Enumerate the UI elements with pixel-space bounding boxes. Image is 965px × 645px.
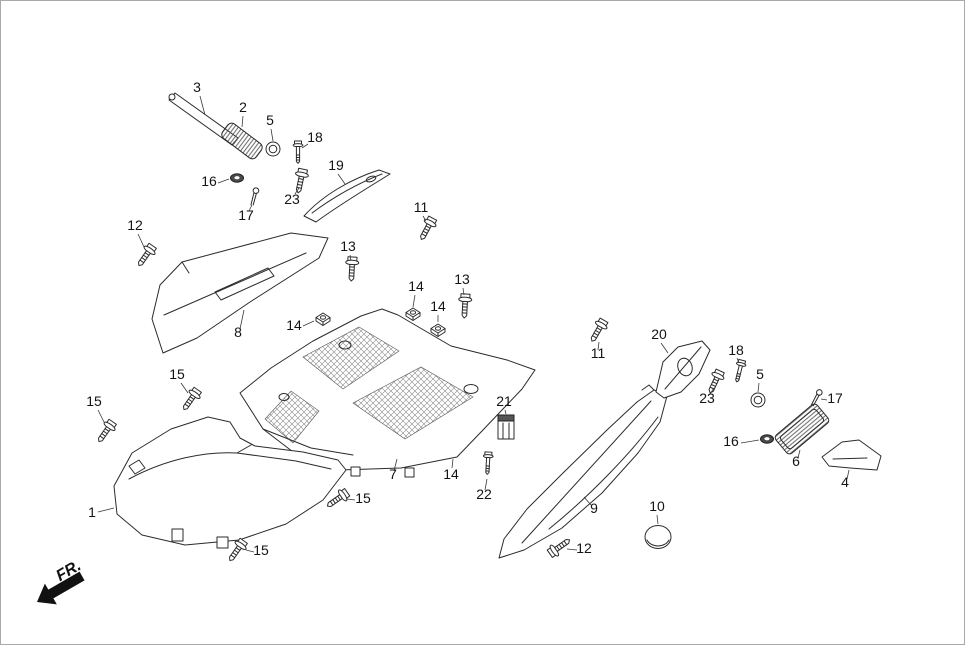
screw-11-icon <box>585 316 611 345</box>
ring-5-icon <box>750 392 766 408</box>
part-1-shape <box>113 416 347 549</box>
part-label-15-b: 15 <box>86 393 102 409</box>
washer-16-icon <box>230 173 244 183</box>
part-8-shape <box>151 232 329 354</box>
leader-lines <box>97 95 850 553</box>
part-label-3: 3 <box>193 79 201 95</box>
screw-15-icon <box>178 385 204 414</box>
part-label-23-b: 23 <box>699 390 715 406</box>
washer-16-icon <box>760 434 774 444</box>
fr-arrow-icon <box>37 571 85 605</box>
bolt-18-icon <box>292 140 304 164</box>
part-label-16-b: 16 <box>723 433 739 449</box>
part-label-17-a: 17 <box>238 207 254 223</box>
part-label-18-a: 18 <box>307 129 323 145</box>
bolt-22-icon <box>482 451 494 476</box>
part-6-shape <box>774 403 830 455</box>
nut-14-icon <box>405 307 421 321</box>
part-label-16-a: 16 <box>201 173 217 189</box>
part-label-13-b: 13 <box>454 271 470 287</box>
fr-direction-marker: FR. <box>37 557 85 605</box>
part-9-shape <box>498 384 668 559</box>
part-label-11-b: 11 <box>591 345 606 361</box>
part-19-shape <box>303 169 391 223</box>
part-label-11-a: 11 <box>414 199 429 215</box>
part-label-20: 20 <box>651 326 667 342</box>
part-label-15-d: 15 <box>253 542 269 558</box>
part-label-5-b: 5 <box>756 366 764 382</box>
part-label-15-c: 15 <box>355 490 371 506</box>
pin-17-icon <box>246 186 261 207</box>
part-7-shape <box>239 308 536 478</box>
part-label-23-a: 23 <box>284 191 300 207</box>
part-label-6: 6 <box>792 453 800 469</box>
screw-11-icon <box>415 214 439 244</box>
pin-17-icon <box>807 388 825 407</box>
part-label-12-a: 12 <box>127 217 143 233</box>
part-label-12-b: 12 <box>576 540 592 556</box>
screw-15-icon <box>93 417 119 446</box>
part-10-shape <box>644 525 672 549</box>
part-label-19: 19 <box>328 157 344 173</box>
screw-12-icon <box>133 241 159 270</box>
part-label-21: 21 <box>496 393 512 409</box>
nut-14-icon <box>430 323 446 337</box>
part-20-shape <box>655 340 711 399</box>
part-label-2: 2 <box>239 99 247 115</box>
callout-labels: 3 2 5 18 16 23 17 19 11 12 13 14 13 14 8… <box>86 79 849 558</box>
screw-12-icon <box>545 534 574 560</box>
part-label-18-b: 18 <box>728 342 744 358</box>
part-label-4: 4 <box>841 474 849 490</box>
part-label-10: 10 <box>649 498 665 514</box>
part-label-13-a: 13 <box>340 238 356 254</box>
clip-21-icon <box>497 414 515 440</box>
screw-13-icon <box>457 293 473 319</box>
part-2-shape <box>221 122 263 160</box>
part-label-14-c: 14 <box>286 317 302 333</box>
part-label-8: 8 <box>234 324 242 340</box>
part-label-14-b: 14 <box>430 298 446 314</box>
part-label-5-a: 5 <box>266 112 274 128</box>
part-label-14-d: 14 <box>443 466 459 482</box>
part-label-9: 9 <box>590 500 598 516</box>
part-label-7: 7 <box>389 466 397 482</box>
part-label-17-b: 17 <box>827 390 843 406</box>
part-label-15-a: 15 <box>169 366 185 382</box>
ring-5-icon <box>265 141 281 157</box>
part-4-shape <box>821 439 882 471</box>
part-label-14-a: 14 <box>408 278 424 294</box>
screw-13-icon <box>344 256 360 282</box>
nut-14-icon <box>315 312 331 326</box>
bolt-18-icon <box>731 358 748 384</box>
part-label-1: 1 <box>88 504 96 520</box>
part-label-22: 22 <box>476 486 492 502</box>
